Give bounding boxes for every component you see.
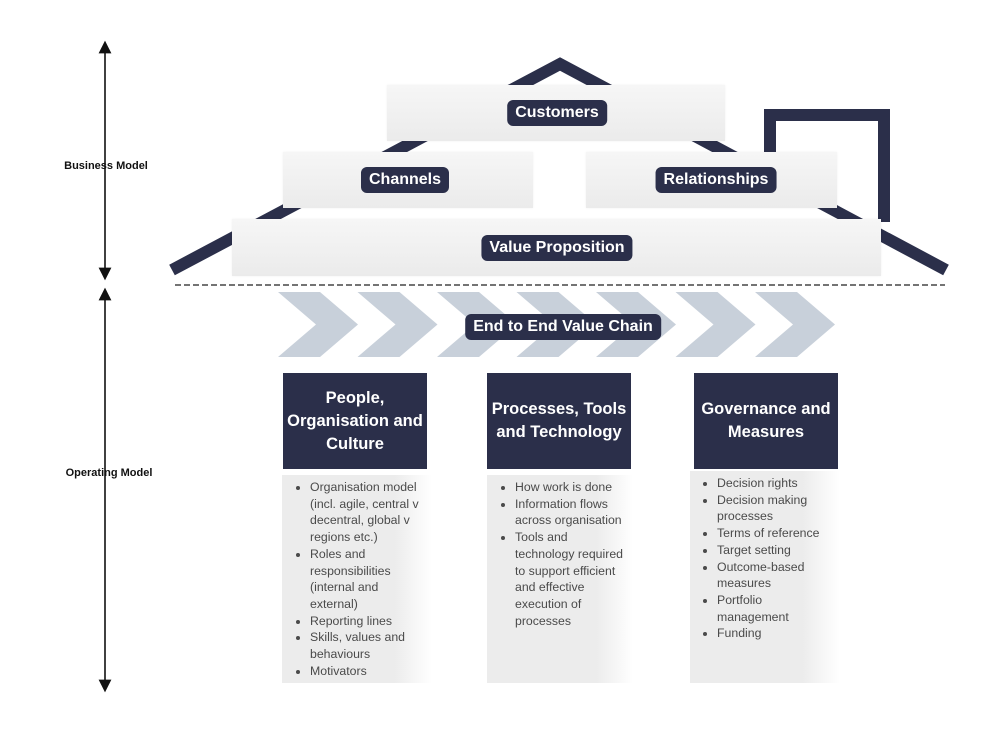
bullet-item: Decision making processes bbox=[717, 492, 834, 525]
chevron-arrow bbox=[675, 292, 756, 357]
column-header-governance: Governance and Measures bbox=[694, 373, 838, 469]
bullet-item: Target setting bbox=[717, 542, 834, 559]
channels-label: Channels bbox=[360, 167, 450, 193]
bullet-item: Outcome-based measures bbox=[717, 559, 834, 592]
bullet-item: Terms of reference bbox=[717, 525, 834, 542]
chevron-arrow bbox=[755, 292, 835, 357]
value-chain-label: End to End Value Chain bbox=[465, 314, 661, 340]
bullet-item: Organisation model (incl. agile, central… bbox=[310, 479, 426, 546]
column-body-people: Organisation model (incl. agile, central… bbox=[282, 475, 432, 683]
bullet-item: Tools and technology required to support… bbox=[515, 529, 627, 629]
column-header-people: People, Organisation and Culture bbox=[283, 373, 427, 469]
bullet-item: Information flows across organisation bbox=[515, 496, 627, 529]
value-proposition-label: Value Proposition bbox=[481, 235, 633, 261]
bullet-item: Skills, values and behaviours bbox=[310, 629, 426, 662]
bullet-item: Portfolio management bbox=[717, 592, 834, 625]
bullet-item: Reporting lines bbox=[310, 613, 426, 630]
bullet-item: Roles and responsibilities (internal and… bbox=[310, 546, 426, 613]
business-model-label: Business Model bbox=[64, 160, 148, 172]
bullet-item: Motivators bbox=[310, 663, 426, 680]
chevron-arrow bbox=[278, 292, 358, 357]
bullet-item: Funding bbox=[717, 625, 834, 642]
chevron-arrow bbox=[357, 292, 438, 357]
customers-label: Customers bbox=[507, 100, 607, 126]
column-header-processes: Processes, Tools and Technology bbox=[487, 373, 631, 469]
bullet-item: How work is done bbox=[515, 479, 627, 496]
operating-model-label: Operating Model bbox=[65, 467, 153, 479]
column-body-governance: Decision rightsDecision making processes… bbox=[690, 471, 840, 683]
chimney bbox=[764, 109, 890, 222]
bullet-item: Decision rights bbox=[717, 475, 834, 492]
column-body-processes: How work is doneInformation flows across… bbox=[487, 475, 633, 683]
relationships-label: Relationships bbox=[655, 167, 777, 193]
